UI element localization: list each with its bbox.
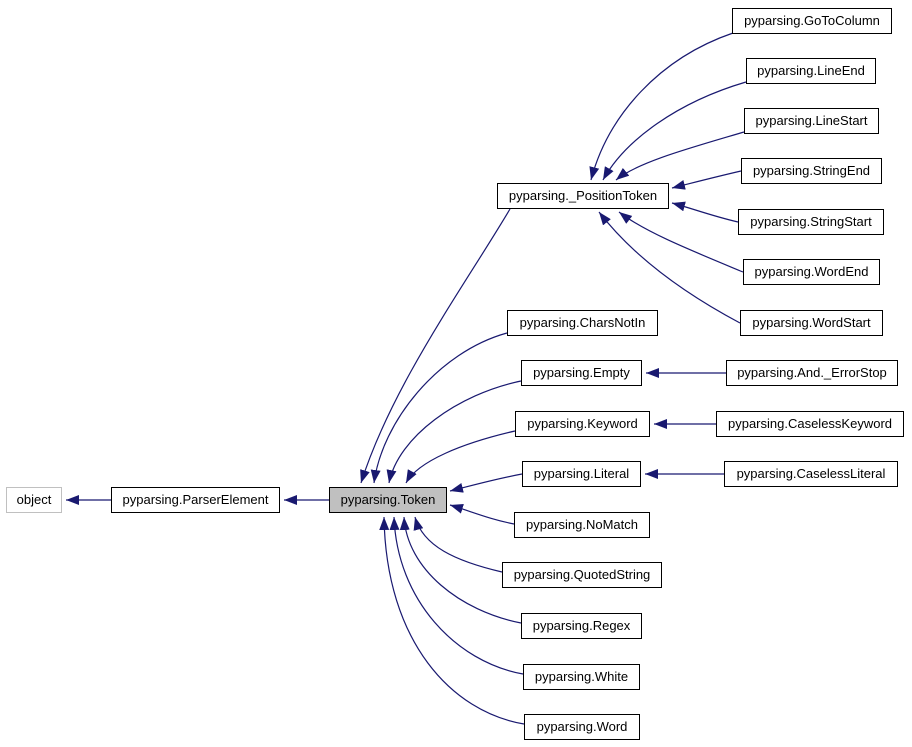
node-pyparsing-lineend[interactable]: pyparsing.LineEnd [746, 58, 876, 84]
edge-word-to-token [379, 516, 525, 725]
edge-lineend-to-positiontoken [602, 81, 747, 181]
edge-empty-to-token [386, 380, 522, 484]
edge-positiontoken-to-token [360, 208, 511, 484]
node-pyparsing-linestart[interactable]: pyparsing.LineStart [744, 108, 879, 134]
edge-wordend-to-positiontoken [618, 211, 744, 273]
node-pyparsing-word[interactable]: pyparsing.Word [524, 714, 640, 740]
node-pyparsing-stringstart[interactable]: pyparsing.StringStart [738, 209, 884, 235]
node-pyparsing-caselesskeyword[interactable]: pyparsing.CaselessKeyword [716, 411, 904, 437]
node-pyparsing-parserelement[interactable]: pyparsing.ParserElement [111, 487, 280, 513]
node-pyparsing-wordstart[interactable]: pyparsing.WordStart [740, 310, 883, 336]
node-pyparsing-positiontoken[interactable]: pyparsing._PositionToken [497, 183, 669, 209]
edge-wordstart-to-positiontoken [598, 211, 741, 324]
node-object: object [6, 487, 62, 513]
node-pyparsing-keyword[interactable]: pyparsing.Keyword [515, 411, 650, 437]
edge-charsnotin-to-token [370, 332, 508, 484]
node-pyparsing-nomatch[interactable]: pyparsing.NoMatch [514, 512, 650, 538]
edge-keyword-to-token [405, 430, 516, 484]
node-pyparsing-token: pyparsing.Token [329, 487, 447, 513]
edge-literal-to-token [449, 473, 523, 493]
edge-nomatch-to-token [449, 504, 515, 525]
edge-stringstart-to-positiontoken [671, 201, 739, 223]
node-pyparsing-quotedstring[interactable]: pyparsing.QuotedString [502, 562, 662, 588]
node-pyparsing-and-errorstop[interactable]: pyparsing.And._ErrorStop [726, 360, 898, 386]
node-pyparsing-regex[interactable]: pyparsing.Regex [521, 613, 642, 639]
edge-white-to-token [389, 516, 524, 675]
node-pyparsing-charsnotin[interactable]: pyparsing.CharsNotIn [507, 310, 658, 336]
edge-stringend-to-positiontoken [671, 170, 742, 190]
node-pyparsing-literal[interactable]: pyparsing.Literal [522, 461, 641, 487]
node-pyparsing-white[interactable]: pyparsing.White [523, 664, 640, 690]
node-pyparsing-gotocolumn[interactable]: pyparsing.GoToColumn [732, 8, 892, 34]
node-pyparsing-caselessliteral[interactable]: pyparsing.CaselessLiteral [724, 461, 898, 487]
edge-quotedstring-to-token [413, 516, 503, 573]
node-pyparsing-empty[interactable]: pyparsing.Empty [521, 360, 642, 386]
edge-regex-to-token [399, 516, 522, 624]
edge-linestart-to-positiontoken [615, 131, 745, 181]
node-pyparsing-wordend[interactable]: pyparsing.WordEnd [743, 259, 880, 285]
node-pyparsing-stringend[interactable]: pyparsing.StringEnd [741, 158, 882, 184]
edge-gotocolumn-to-positiontoken [589, 32, 734, 181]
